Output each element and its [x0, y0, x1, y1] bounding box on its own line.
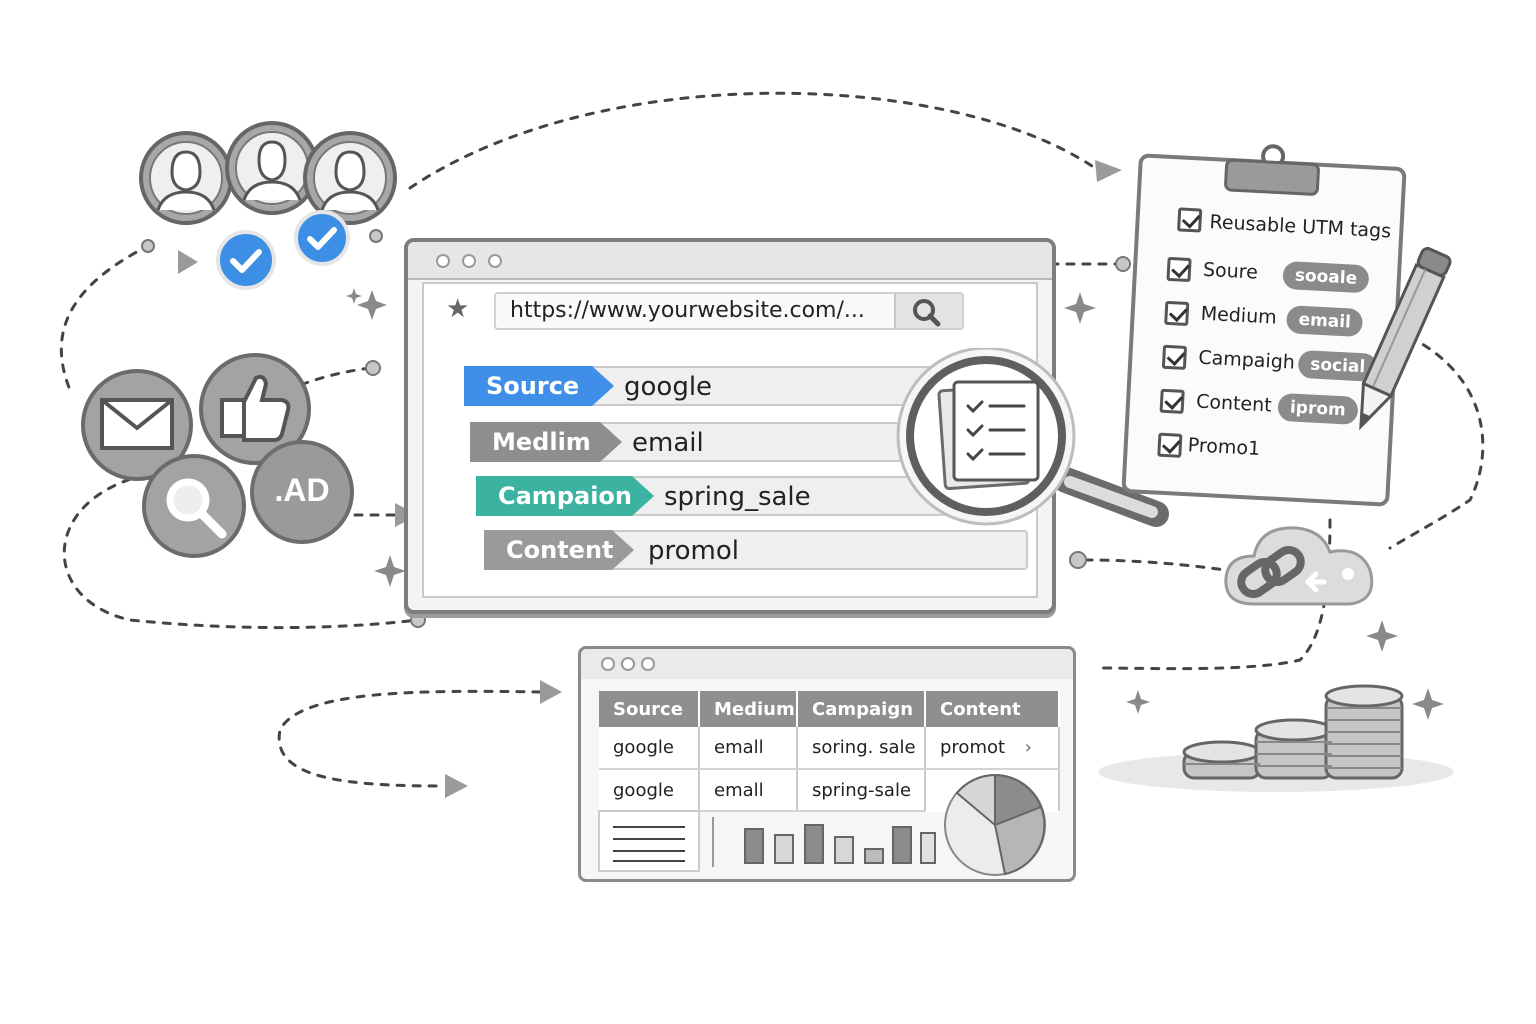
utm-tag-label: Source [486, 372, 580, 400]
table-cell: emall [699, 727, 798, 770]
table-row[interactable]: google emall soring. sale promot › [599, 727, 1060, 770]
table-cell [925, 769, 1060, 811]
browser-titlebar [408, 242, 1052, 280]
window-dot [462, 254, 476, 268]
clip-item-label: Content [1195, 390, 1273, 417]
cloud-link-icon [1224, 526, 1374, 606]
clipboard-title: Reusable UTM tags [1209, 211, 1392, 243]
utm-report-table: Source Medium Campaign Content google em… [599, 691, 1060, 812]
chevron-right-icon[interactable]: › [1024, 737, 1032, 758]
utm-tag-label: Medlim [492, 428, 591, 456]
address-bar[interactable]: https://www.yourwebsite.com/... [494, 292, 964, 330]
column-header: Campaign [797, 691, 926, 727]
table-cell: google [599, 769, 700, 812]
address-search-button[interactable] [894, 294, 962, 328]
table-header-row: Source Medium Campaign Content [599, 691, 1060, 727]
utm-value: spring_sale [664, 482, 811, 512]
ad-icon: .AD [250, 440, 354, 544]
window-dot [641, 657, 655, 671]
avatar-icon [303, 131, 397, 225]
checkbox[interactable] [1177, 207, 1203, 233]
url-text: https://www.yourwebsite.com/... [510, 298, 865, 323]
table-row[interactable]: google emall spring-sale [599, 769, 1060, 812]
checkbox[interactable] [1164, 300, 1190, 327]
utm-row-campaign[interactable]: Campaion spring_sale [476, 476, 1016, 516]
avatar-icon [139, 131, 233, 225]
table-cell: soring. sale [797, 727, 926, 770]
report-window: Source Medium Campaign Content google em… [578, 646, 1076, 882]
utm-value: google [624, 372, 713, 402]
magnifier-checklist-icon [896, 348, 1169, 527]
utm-tag-medium: Medlim [470, 422, 622, 462]
reusable-tags-clipboard: Reusable UTM tags Soure sooale Medium em… [1121, 144, 1407, 507]
verified-check-icon [216, 230, 276, 290]
column-header: Source [599, 691, 700, 727]
pencil-icon [1359, 247, 1452, 431]
ad-label: .AD [274, 472, 330, 508]
table-cell: promot › [925, 727, 1060, 770]
utm-tag-campaign: Campaion [476, 476, 654, 516]
mini-bar-chart [744, 824, 936, 864]
utm-row-content[interactable]: Content promol [484, 530, 1028, 570]
clip-item-label: Soure [1202, 258, 1259, 284]
table-cell: spring-sale [797, 769, 926, 812]
column-header: Medium [699, 691, 798, 727]
utm-value: email [632, 428, 704, 458]
utm-tag-source: Source [464, 366, 614, 406]
table-cell-text: promot [940, 737, 1006, 758]
table-cell: google [599, 727, 700, 770]
clipboard-clip-icon [1224, 144, 1320, 196]
checkbox[interactable] [1161, 344, 1188, 370]
utm-tag-label: Content [506, 536, 614, 564]
checkbox[interactable] [1166, 256, 1192, 283]
bookmark-star-icon[interactable]: ★ [446, 294, 470, 324]
table-cell: emall [699, 769, 798, 812]
coins-icon [1098, 684, 1454, 792]
verified-check-icon [294, 210, 350, 266]
clip-item-label: Campaigh [1197, 346, 1296, 374]
window-dot [621, 657, 635, 671]
clip-item-label: Medium [1200, 302, 1278, 329]
report-titlebar [581, 649, 1073, 679]
clip-item-label: Promo1 [1187, 434, 1261, 460]
window-dot [436, 254, 450, 268]
thumbs-up-icon [199, 353, 311, 465]
search-icon [142, 454, 246, 558]
window-dot [488, 254, 502, 268]
column-header: Content [925, 691, 1060, 727]
checkbox[interactable] [1157, 432, 1183, 458]
checkbox[interactable] [1159, 388, 1185, 414]
utm-tag-label: Campaion [498, 482, 632, 510]
utm-value: promol [648, 536, 739, 566]
utm-tag-content: Content [484, 530, 634, 570]
window-dot [601, 657, 615, 671]
search-icon [913, 299, 941, 327]
email-icon [81, 369, 193, 481]
